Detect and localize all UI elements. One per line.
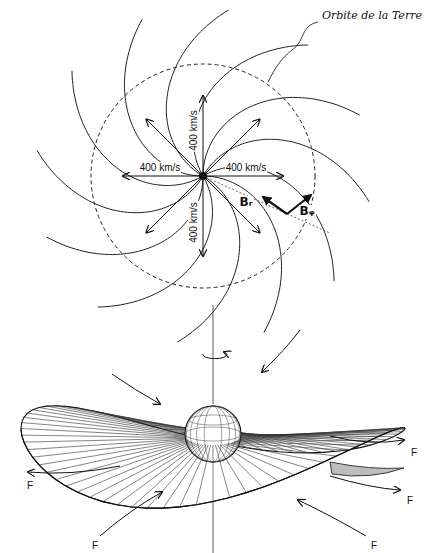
- sheet-ray: [234, 442, 360, 445]
- sheet-ray: [56, 442, 191, 480]
- field-label: F: [406, 495, 414, 506]
- field-spirals: [37, 10, 369, 342]
- sheet-ray: [213, 445, 214, 502]
- sheet-ray: [28, 439, 187, 450]
- wind-arrow: [203, 176, 283, 177]
- spiral-line: [177, 176, 239, 342]
- rotation-arrow: [203, 352, 227, 359]
- sheet-ray: [215, 445, 229, 498]
- sheet-ray: [227, 444, 310, 469]
- rotation-axis: [213, 305, 214, 404]
- sheet-ray: [24, 438, 187, 442]
- wind-arrow: [123, 176, 203, 177]
- field-label: F: [26, 480, 34, 491]
- field-lines: [28, 330, 404, 536]
- field-label: F: [91, 540, 99, 551]
- wind-arrow: [203, 176, 260, 233]
- sheet-ray: [220, 445, 263, 488]
- spiral-line: [166, 10, 228, 176]
- spiral-line: [203, 139, 369, 201]
- orbit-label: Orbite de la Terre: [321, 10, 423, 22]
- field-label: F: [370, 540, 378, 551]
- sheet-ray: [222, 445, 279, 482]
- sheet-edge: [21, 428, 405, 508]
- spiral-line: [37, 150, 203, 212]
- sheet-ray: [33, 440, 188, 458]
- sheet-ray: [196, 445, 210, 505]
- wind-arrow: [203, 96, 204, 176]
- radial-guide: [203, 176, 330, 233]
- sheet-fold: [330, 462, 404, 476]
- speed-label: 400 km/s: [225, 162, 268, 173]
- sheet-ray: [33, 410, 188, 435]
- sheet-outline: [21, 406, 405, 508]
- wind-arrow: [203, 176, 204, 256]
- sheet-ray: [21, 429, 186, 438]
- speed-label: 400 km/s: [139, 162, 182, 173]
- sheet-ray: [117, 444, 200, 505]
- sheet-ray: [66, 406, 192, 432]
- speed-label: 400 km/s: [187, 109, 198, 152]
- sheet-ray: [39, 408, 189, 434]
- sheet-ray: [132, 444, 202, 507]
- field-label: F: [410, 447, 418, 458]
- vector-label: Bᵣ: [239, 196, 254, 209]
- vector-label: Bᵩ: [299, 205, 316, 218]
- sheet-ray: [56, 406, 191, 433]
- sheet-ray: [180, 445, 209, 507]
- speed-label: 400 km/s: [187, 201, 198, 244]
- sheet-ray: [232, 443, 349, 451]
- sheet-ray: [163, 445, 206, 508]
- sheet-ray: [229, 444, 324, 463]
- sheet-ray: [239, 429, 398, 439]
- sun-parallel: [185, 427, 241, 441]
- br-vector: [263, 197, 287, 214]
- sun-parallel: [189, 415, 237, 425]
- leader-line: [268, 22, 318, 82]
- sheet-ray: [47, 441, 190, 472]
- current-sheet: [21, 406, 405, 508]
